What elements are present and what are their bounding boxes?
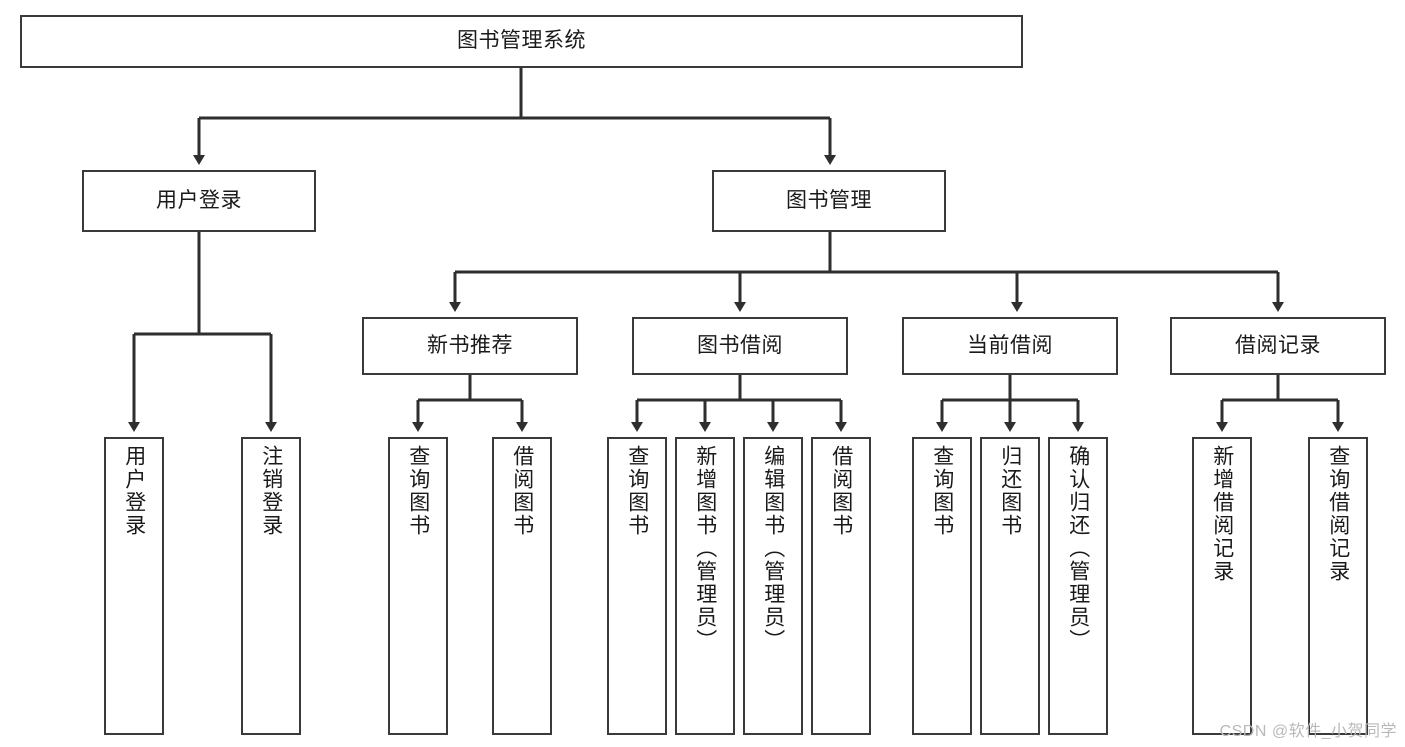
node-current-borrow-label: 当前借阅	[967, 333, 1053, 357]
node-leaf-confirm-return-label: 确认归还（管理员）	[1066, 445, 1090, 652]
node-new-book-recommend[interactable]: 新书推荐	[362, 317, 578, 375]
node-book-manage-label: 图书管理	[786, 188, 872, 212]
node-borrow-record[interactable]: 借阅记录	[1170, 317, 1386, 375]
node-leaf-query-record[interactable]: 查询借阅记录	[1308, 437, 1368, 735]
node-user-login[interactable]: 用户登录	[82, 170, 316, 232]
node-book-borrow[interactable]: 图书借阅	[632, 317, 848, 375]
node-leaf-query-book-3-label: 查询图书	[930, 445, 954, 537]
node-leaf-return-book[interactable]: 归还图书	[980, 437, 1040, 735]
node-leaf-return-book-label: 归还图书	[998, 445, 1022, 537]
node-leaf-add-record-label: 新增借阅记录	[1210, 445, 1234, 583]
node-leaf-query-record-label: 查询借阅记录	[1326, 445, 1350, 583]
node-user-login-label: 用户登录	[156, 188, 242, 212]
node-leaf-add-record[interactable]: 新增借阅记录	[1192, 437, 1252, 735]
node-leaf-user-logout[interactable]: 注销登录	[241, 437, 301, 735]
node-new-book-recommend-label: 新书推荐	[427, 333, 513, 357]
node-root-label: 图书管理系统	[457, 29, 586, 53]
node-leaf-borrow-book-2[interactable]: 借阅图书	[811, 437, 871, 735]
node-leaf-query-book-2[interactable]: 查询图书	[607, 437, 667, 735]
node-leaf-borrow-book-2-label: 借阅图书	[829, 445, 853, 537]
node-leaf-confirm-return[interactable]: 确认归还（管理员）	[1048, 437, 1108, 735]
watermark-text: CSDN @软件_小贺同学	[1219, 723, 1397, 740]
node-leaf-add-book-label: 新增图书（管理员）	[693, 445, 717, 652]
node-current-borrow[interactable]: 当前借阅	[902, 317, 1118, 375]
node-book-borrow-label: 图书借阅	[697, 333, 783, 357]
node-leaf-borrow-book-1-label: 借阅图书	[510, 445, 534, 537]
node-leaf-edit-book[interactable]: 编辑图书（管理员）	[743, 437, 803, 735]
node-root[interactable]: 图书管理系统	[20, 15, 1023, 68]
node-leaf-query-book-2-label: 查询图书	[625, 445, 649, 537]
node-leaf-user-login-label: 用户登录	[122, 445, 146, 537]
node-leaf-add-book[interactable]: 新增图书（管理员）	[675, 437, 735, 735]
node-leaf-query-book-1-label: 查询图书	[406, 445, 430, 537]
node-leaf-edit-book-label: 编辑图书（管理员）	[761, 445, 785, 652]
node-leaf-user-login[interactable]: 用户登录	[104, 437, 164, 735]
node-leaf-query-book-1[interactable]: 查询图书	[388, 437, 448, 735]
node-leaf-query-book-3[interactable]: 查询图书	[912, 437, 972, 735]
node-book-manage[interactable]: 图书管理	[712, 170, 946, 232]
node-leaf-borrow-book-1[interactable]: 借阅图书	[492, 437, 552, 735]
node-leaf-user-logout-label: 注销登录	[259, 445, 283, 537]
node-borrow-record-label: 借阅记录	[1235, 333, 1321, 357]
